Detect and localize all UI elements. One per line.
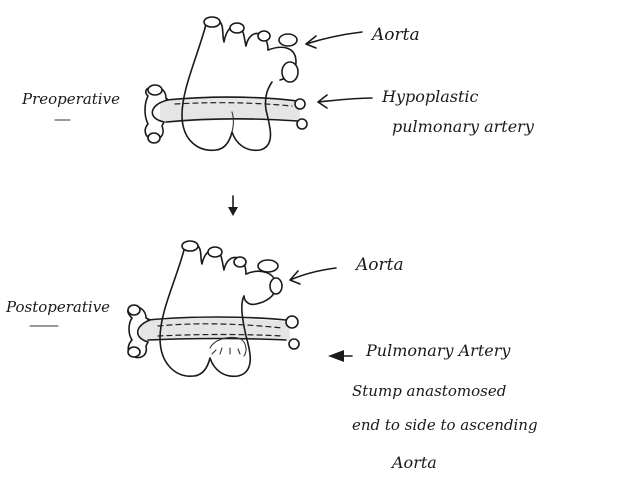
postop-heart — [160, 241, 282, 376]
preop-pa-label-line1: Hypoplastic — [381, 87, 479, 106]
preop-pa-label-line2: pulmonary artery — [392, 117, 535, 136]
postop-pa-label-line3: end to side to ascending — [352, 416, 538, 434]
postop-pulmonary-artery — [128, 305, 299, 358]
preoperative-diagram: Preoperative Aorta Hypoplastic pulmonary… — [21, 17, 535, 150]
postop-aorta-label: Aorta — [354, 255, 404, 275]
preop-aorta-label: Aorta — [370, 25, 420, 45]
postop-pa-label-line1: Pulmonary Artery — [365, 341, 511, 360]
preop-aorta-arrow — [306, 32, 362, 48]
postop-label: Postoperative — [5, 298, 110, 316]
transition-arrow — [228, 196, 238, 216]
preop-pulmonary-artery — [145, 85, 307, 143]
postop-pa-label-line4: Aorta — [390, 453, 437, 472]
preop-heart — [182, 17, 298, 150]
postop-pa-label-line2: Stump anastomosed — [352, 382, 506, 400]
postoperative-diagram: Postoperative Aorta Pulmonary Artery Stu… — [5, 241, 538, 472]
preop-label: Preoperative — [21, 90, 120, 108]
preop-pa-arrow — [318, 95, 372, 108]
postop-aorta-arrow — [290, 268, 336, 284]
